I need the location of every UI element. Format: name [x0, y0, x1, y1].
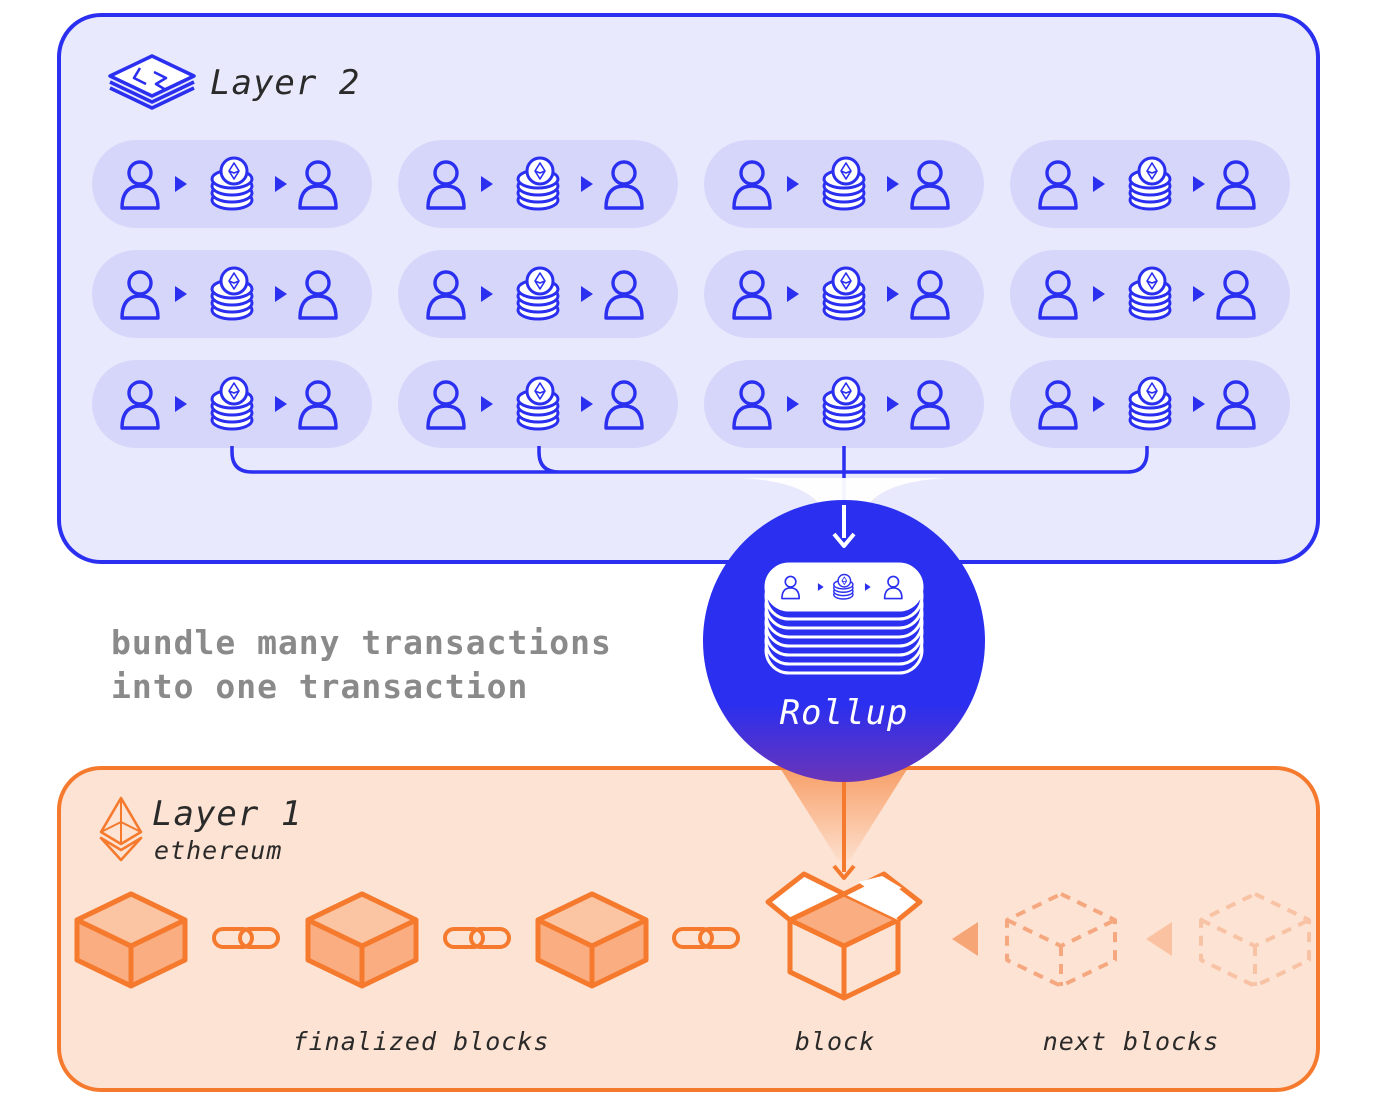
rollup-stack-icon	[764, 562, 924, 675]
transaction-grid	[92, 140, 1290, 448]
ethereum-diamond-icon	[99, 796, 143, 862]
next-blocks-label: next blocks	[1043, 1027, 1220, 1056]
layer1-title: Layer 1	[152, 794, 302, 834]
transaction-pill	[92, 360, 372, 448]
caption-line-1: bundle many transactions	[111, 623, 612, 662]
transaction-pill	[92, 250, 372, 338]
transaction-pill	[398, 250, 678, 338]
finalized-blocks-label: finalized blocks	[293, 1027, 550, 1056]
layer2-title: Layer 2	[210, 63, 360, 103]
next-block-arrow-1	[952, 922, 978, 956]
caption-line-2: into one transaction	[111, 667, 528, 706]
block-input-arrow	[832, 782, 856, 880]
transaction-pill	[92, 140, 372, 228]
transaction-pill	[1010, 250, 1290, 338]
transaction-pill	[704, 360, 984, 448]
transaction-pill	[704, 140, 984, 228]
layer2-logo-icon	[108, 54, 196, 110]
transaction-pill	[1010, 360, 1290, 448]
rollup-label: Rollup	[780, 693, 909, 733]
next-block-arrow-2	[1146, 922, 1172, 956]
transaction-pill	[704, 250, 984, 338]
layer1-subtitle: ethereum	[154, 836, 282, 865]
transaction-pill	[1010, 140, 1290, 228]
transaction-pill	[398, 360, 678, 448]
open-box-icon	[765, 871, 923, 1001]
funnel-shape	[740, 478, 948, 520]
transaction-pill	[398, 140, 678, 228]
layer2-panel	[57, 13, 1320, 564]
current-block-label: block	[795, 1027, 875, 1056]
rollup-input-arrow	[832, 505, 856, 548]
